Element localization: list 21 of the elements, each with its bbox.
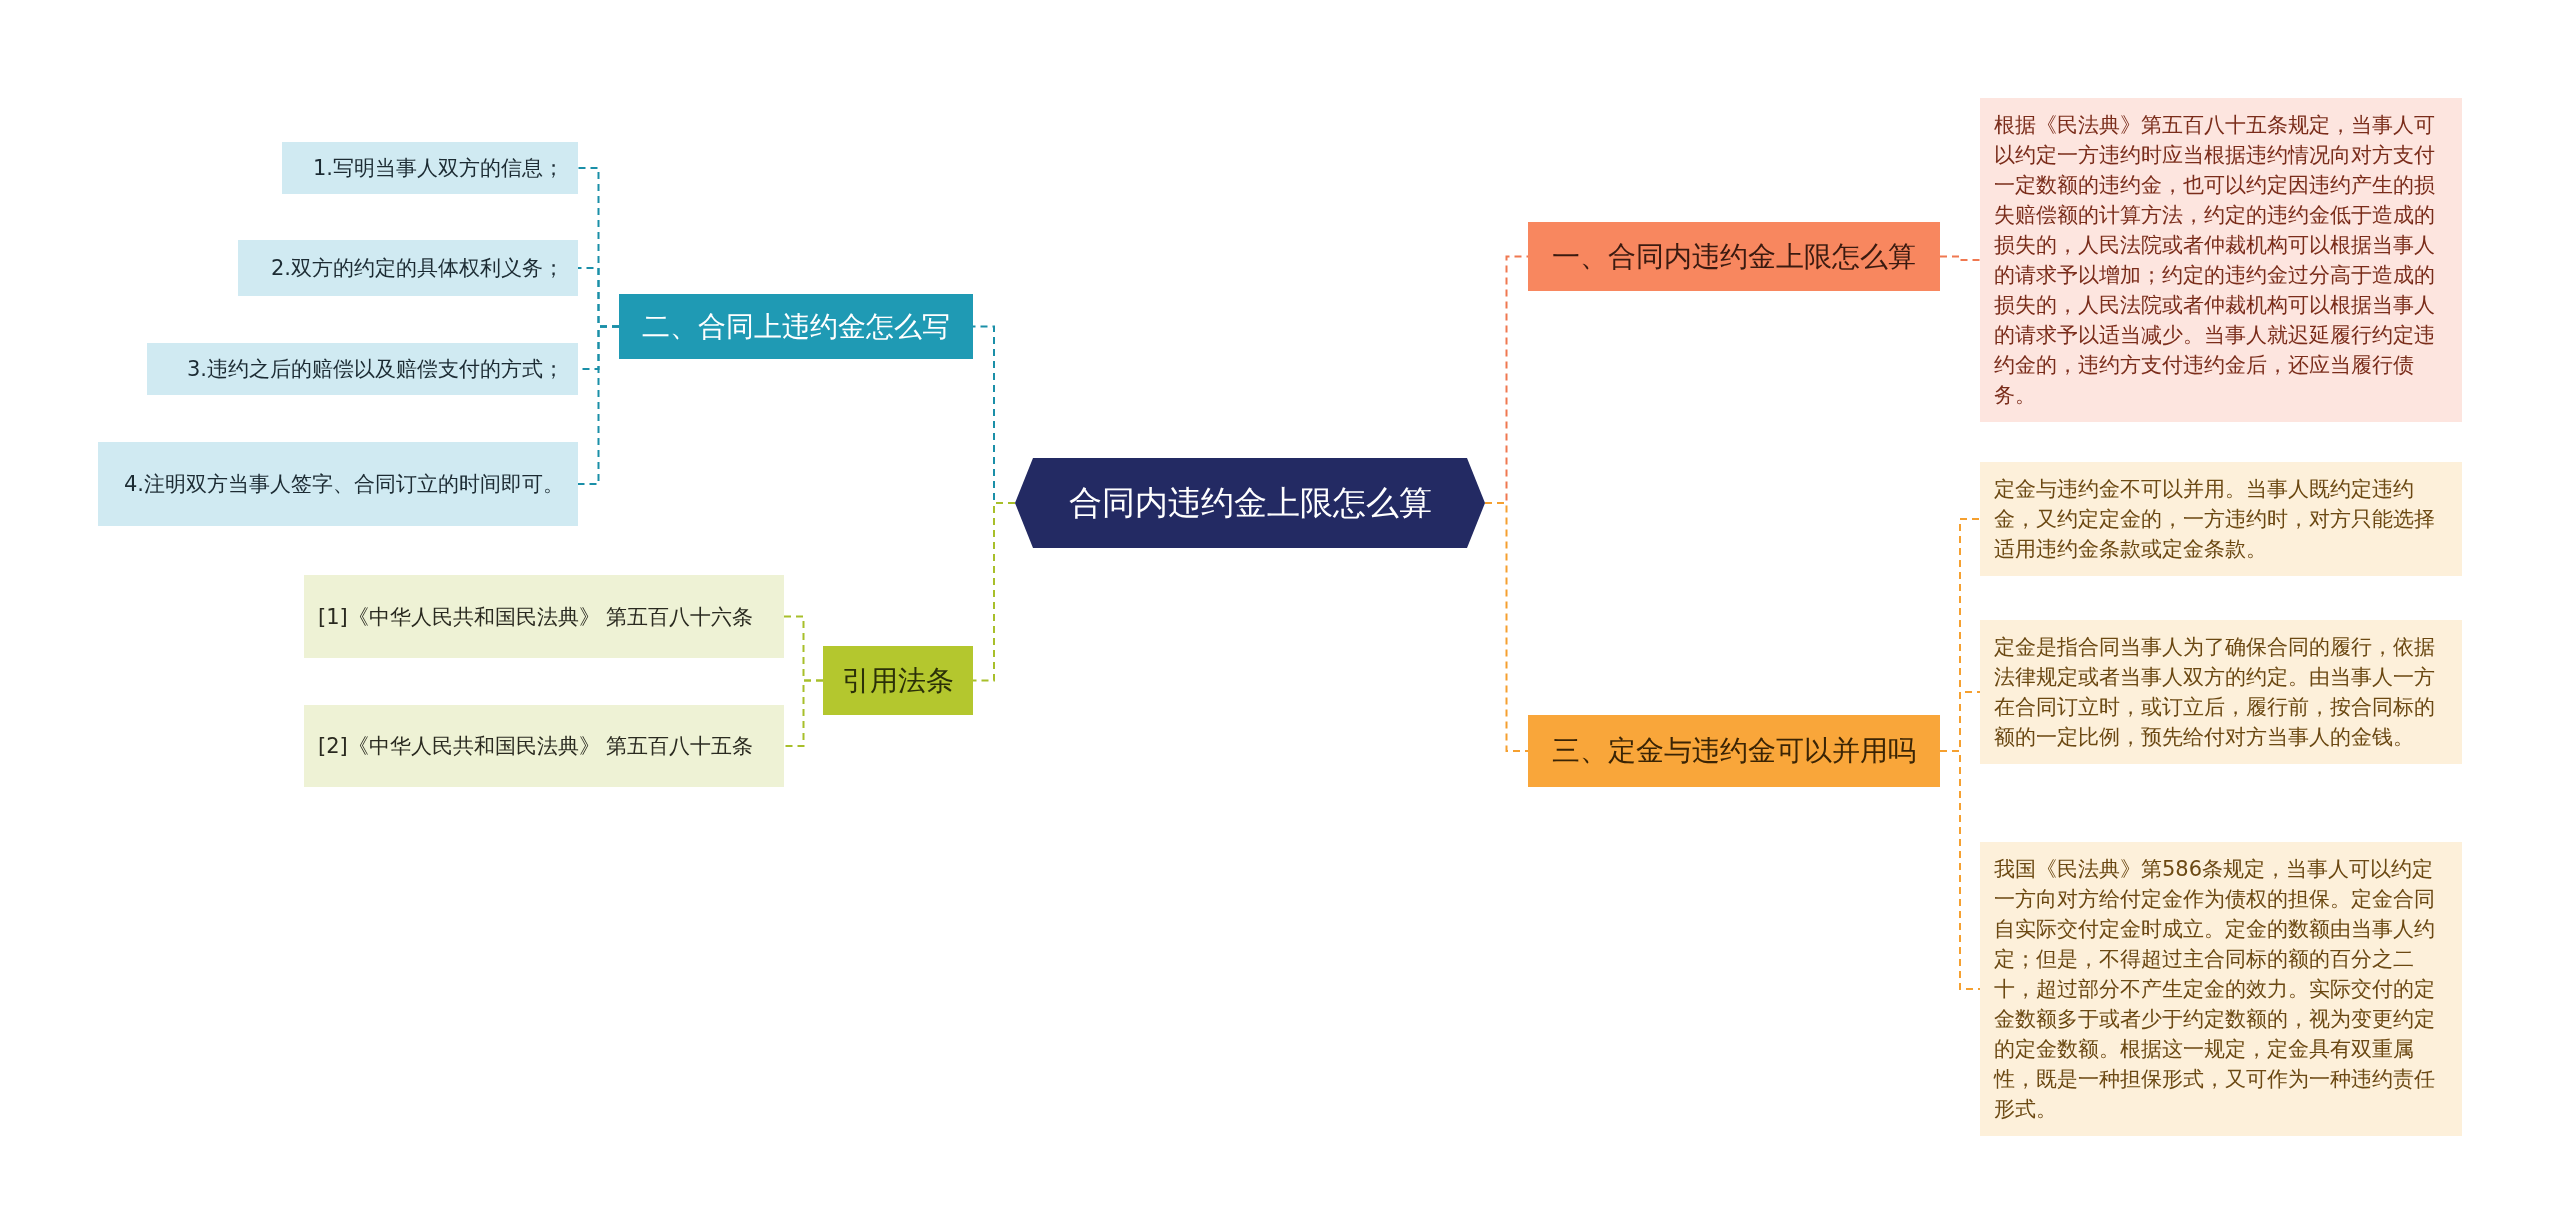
branch-box: 二、合同上违约金怎么写 <box>619 294 973 359</box>
text-box: 4.注明双方当事人签字、合同订立的时间即可。 <box>98 442 578 526</box>
central-topic-hexagon: 合同内违约金上限怎么算 <box>1015 458 1485 548</box>
text-box: 定金与违约金不可以并用。当事人既约定违约金，又约定定金的，一方违约时，对方只能选择适用违约金条款或定金条款。 <box>1980 462 2462 576</box>
connector-line <box>1939 750 1981 990</box>
text-box: 3.违约之后的赔偿以及赔偿支付的方式； <box>147 343 578 395</box>
connector-line <box>1939 255 1981 261</box>
text-box: [1]《中华人民共和国民法典》 第五百八十六条 <box>304 575 784 658</box>
connector-line <box>972 502 1016 682</box>
text-box: 2.双方的约定的具体权利义务； <box>238 240 578 296</box>
text-box: 定金是指合同当事人为了确保合同的履行，依据法律规定或者当事人双方的约定。由当事人一方在合同订立时，或订立后，履行前，按合同标的额的一定比例，预先给付对方当事人的金钱。 <box>1980 620 2462 764</box>
branch-box: 一、合同内违约金上限怎么算 <box>1528 222 1940 291</box>
text-box: 我国《民法典》第586条规定，当事人可以约定一方向对方给付定金作为债权的担保。定金合同自实际交付定金时成立。定金的数额由当事人约定；但是，不得超过主合同标的额的百分之二十，超过部分不产生定金的效力。实际交付的定金数额多于或者少于约定数额的，视为变更约定的定金数额。根据这一规定，定金具有双重属性，既是一种担保形式，又可作为一种违约责任形式。 <box>1980 842 2462 1136</box>
text-box: [2]《中华人民共和国民法典》 第五百八十五条 <box>304 705 784 787</box>
branch-box: 三、定金与违约金可以并用吗 <box>1528 715 1940 787</box>
text-box: 根据《民法典》第五百八十五条规定，当事人可以约定一方违约时应当根据违约情况向对方支付一定数额的违约金，也可以约定因违约产生的损失赔偿额的计算方法，约定的违约金低于造成的损失的，人民法院或者仲裁机构可以根据当事人的请求予以增加；约定的违约金过分高于造成的损失的，人民法院或者仲裁机构可以根据当事人的请求予以适当减少。当事人就迟延履行约定违约金的，违约方支付违约金后，还应当履行债务。 <box>1980 98 2462 422</box>
connector-line <box>577 325 620 485</box>
branch-box: 引用法条 <box>823 646 973 715</box>
text-box: 1.写明当事人双方的信息； <box>282 142 578 194</box>
connector-line <box>783 679 824 747</box>
connector-line <box>1484 502 1529 752</box>
